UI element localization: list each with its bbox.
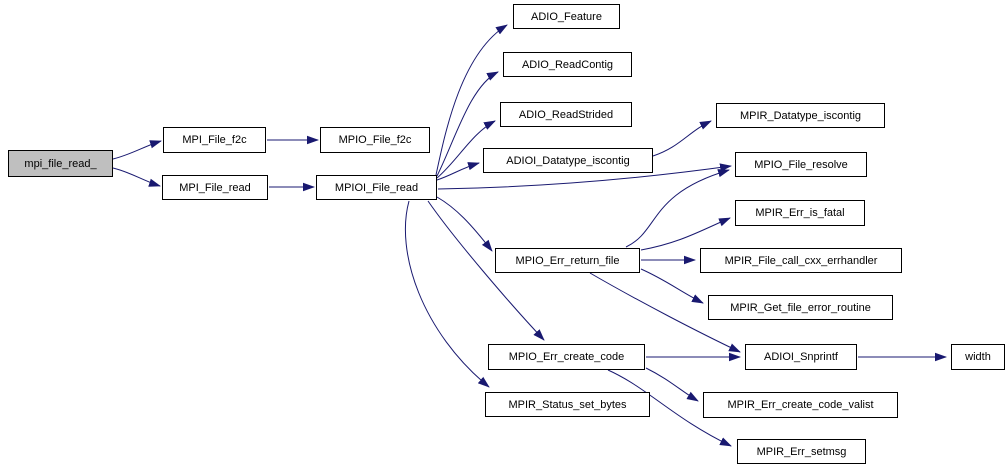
edge-mpi_file_read_-to-MPI_File_f2c bbox=[112, 140, 162, 160]
edge-MPIO_Err_create_code-to-MPIR_Err_setmsg bbox=[607, 369, 732, 447]
node-ADIO_ReadContig[interactable]: ADIO_ReadContig bbox=[503, 52, 632, 77]
edge-MPIOI_File_read-to-ADIOI_Datatype_iscontig bbox=[436, 162, 480, 181]
node-MPIR_Status_set_bytes[interactable]: MPIR_Status_set_bytes bbox=[485, 392, 650, 417]
node-MPIO_File_f2c[interactable]: MPIO_File_f2c bbox=[320, 127, 430, 153]
edge-MPIOI_File_read-to-MPIO_Err_create_code bbox=[427, 200, 545, 341]
edge-ADIOI_Datatype_iscontig-to-MPIR_Datatype_iscontig bbox=[652, 120, 712, 157]
node-MPIR_Datatype_iscontig[interactable]: MPIR_Datatype_iscontig bbox=[716, 103, 885, 128]
node-ADIOI_Snprintf[interactable]: ADIOI_Snprintf bbox=[745, 344, 857, 370]
node-MPI_File_read[interactable]: MPI_File_read bbox=[162, 175, 268, 200]
edge-MPIOI_File_read-to-ADIO_ReadStrided bbox=[436, 120, 496, 179]
node-MPIO_File_resolve[interactable]: MPIO_File_resolve bbox=[735, 152, 867, 177]
edge-MPIO_Err_return_file-to-MPIR_Err_is_fatal bbox=[640, 217, 731, 251]
node-width[interactable]: width bbox=[951, 344, 1005, 370]
node-MPIR_Err_setmsg[interactable]: MPIR_Err_setmsg bbox=[737, 439, 866, 464]
edge-MPIO_Err_return_file-to-ADIOI_Snprintf bbox=[589, 272, 741, 353]
node-MPIR_Get_file_error_routine[interactable]: MPIR_Get_file_error_routine bbox=[708, 295, 893, 320]
node-mpi_file_read_: mpi_file_read_ bbox=[8, 150, 113, 177]
edge-MPIO_Err_return_file-to-MPIR_Get_file_error_routine bbox=[640, 268, 704, 304]
node-MPIOI_File_read[interactable]: MPIOI_File_read bbox=[316, 175, 437, 200]
node-MPIR_Err_is_fatal[interactable]: MPIR_Err_is_fatal bbox=[735, 200, 865, 226]
node-MPIR_Err_create_code_valist[interactable]: MPIR_Err_create_code_valist bbox=[703, 392, 898, 418]
node-MPIO_Err_return_file[interactable]: MPIO_Err_return_file bbox=[495, 248, 640, 273]
node-MPIR_File_call_cxx_errhandler[interactable]: MPIR_File_call_cxx_errhandler bbox=[700, 248, 902, 273]
edge-MPIOI_File_read-to-ADIO_ReadContig bbox=[436, 71, 499, 177]
edge-mpi_file_read_-to-MPI_File_read bbox=[112, 167, 161, 187]
edge-MPIOI_File_read-to-MPIR_Status_set_bytes bbox=[405, 200, 490, 388]
edge-MPIOI_File_read-to-MPIO_Err_return_file bbox=[436, 196, 493, 252]
node-MPI_File_f2c[interactable]: MPI_File_f2c bbox=[163, 127, 266, 153]
edge-MPIOI_File_read-to-MPIO_File_resolve bbox=[437, 163, 732, 190]
edge-MPIO_Err_create_code-to-MPIR_Err_create_code_valist bbox=[645, 367, 699, 402]
edge-MPIO_Err_return_file-to-MPIO_File_resolve bbox=[625, 169, 730, 248]
node-ADIOI_Datatype_iscontig[interactable]: ADIOI_Datatype_iscontig bbox=[483, 148, 653, 173]
node-ADIO_ReadStrided[interactable]: ADIO_ReadStrided bbox=[500, 102, 632, 127]
node-ADIO_Feature[interactable]: ADIO_Feature bbox=[513, 4, 620, 29]
node-MPIO_Err_create_code[interactable]: MPIO_Err_create_code bbox=[488, 344, 645, 370]
edge-MPIOI_File_read-to-ADIO_Feature bbox=[435, 24, 508, 176]
